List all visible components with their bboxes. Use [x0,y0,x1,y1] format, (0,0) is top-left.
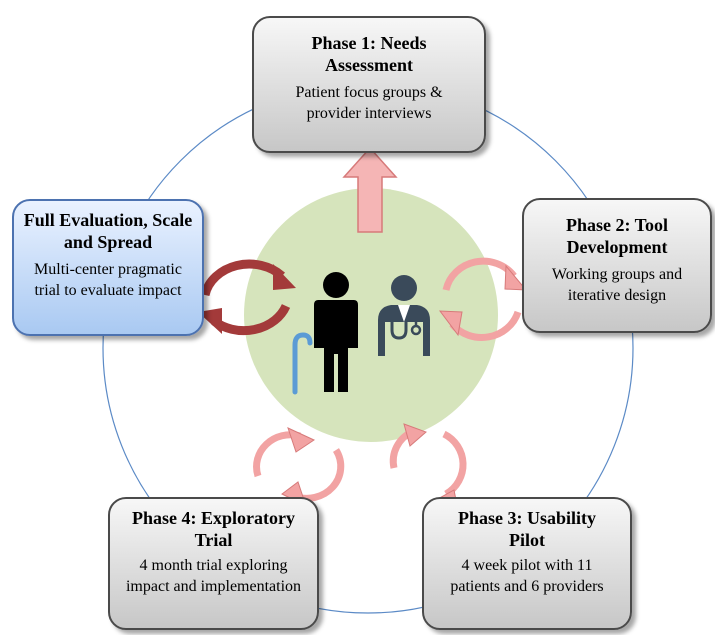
center-circle [244,188,498,442]
phase-2-box: Phase 2: Tool Development Working groups… [522,198,712,333]
phase-2-description: Working groups and iterative design [551,266,683,304]
cycle-arrows-full-evaluation [198,259,296,336]
phase-3-title: Phase 3: Usability Pilot [457,508,596,550]
cycle-arrows-phase-2 [438,257,528,341]
phase-3-description: 4 week pilot with 11 patients and 6 prov… [450,557,604,595]
phase-4-box: Phase 4: Exploratory Trial 4 month trial… [108,497,319,630]
phase-1-description: Patient focus groups & provider intervie… [295,84,443,122]
provider-stethoscope-icon [378,275,430,356]
phase-1-title: Phase 1: Needs Assessment [311,33,427,75]
cycle-arrows-phase-4 [253,427,345,507]
full-evaluation-description: Multi-center pragmatic trial to evaluate… [34,261,182,299]
phase-4-title: Phase 4: Exploratory Trial [132,508,295,550]
phase-2-title: Phase 2: Tool Development [565,215,669,257]
patient-with-cane-icon [292,272,358,395]
phase-3-box: Phase 3: Usability Pilot 4 week pilot wi… [422,497,632,630]
arrow-to-phase-1 [342,146,398,233]
phase-1-box: Phase 1: Needs Assessment Patient focus … [252,16,486,153]
full-evaluation-box: Full Evaluation, Scale and Spread Multi-… [12,199,204,336]
phase-4-description: 4 month trial exploring impact and imple… [125,557,302,595]
full-evaluation-title: Full Evaluation, Scale and Spread [23,210,193,252]
